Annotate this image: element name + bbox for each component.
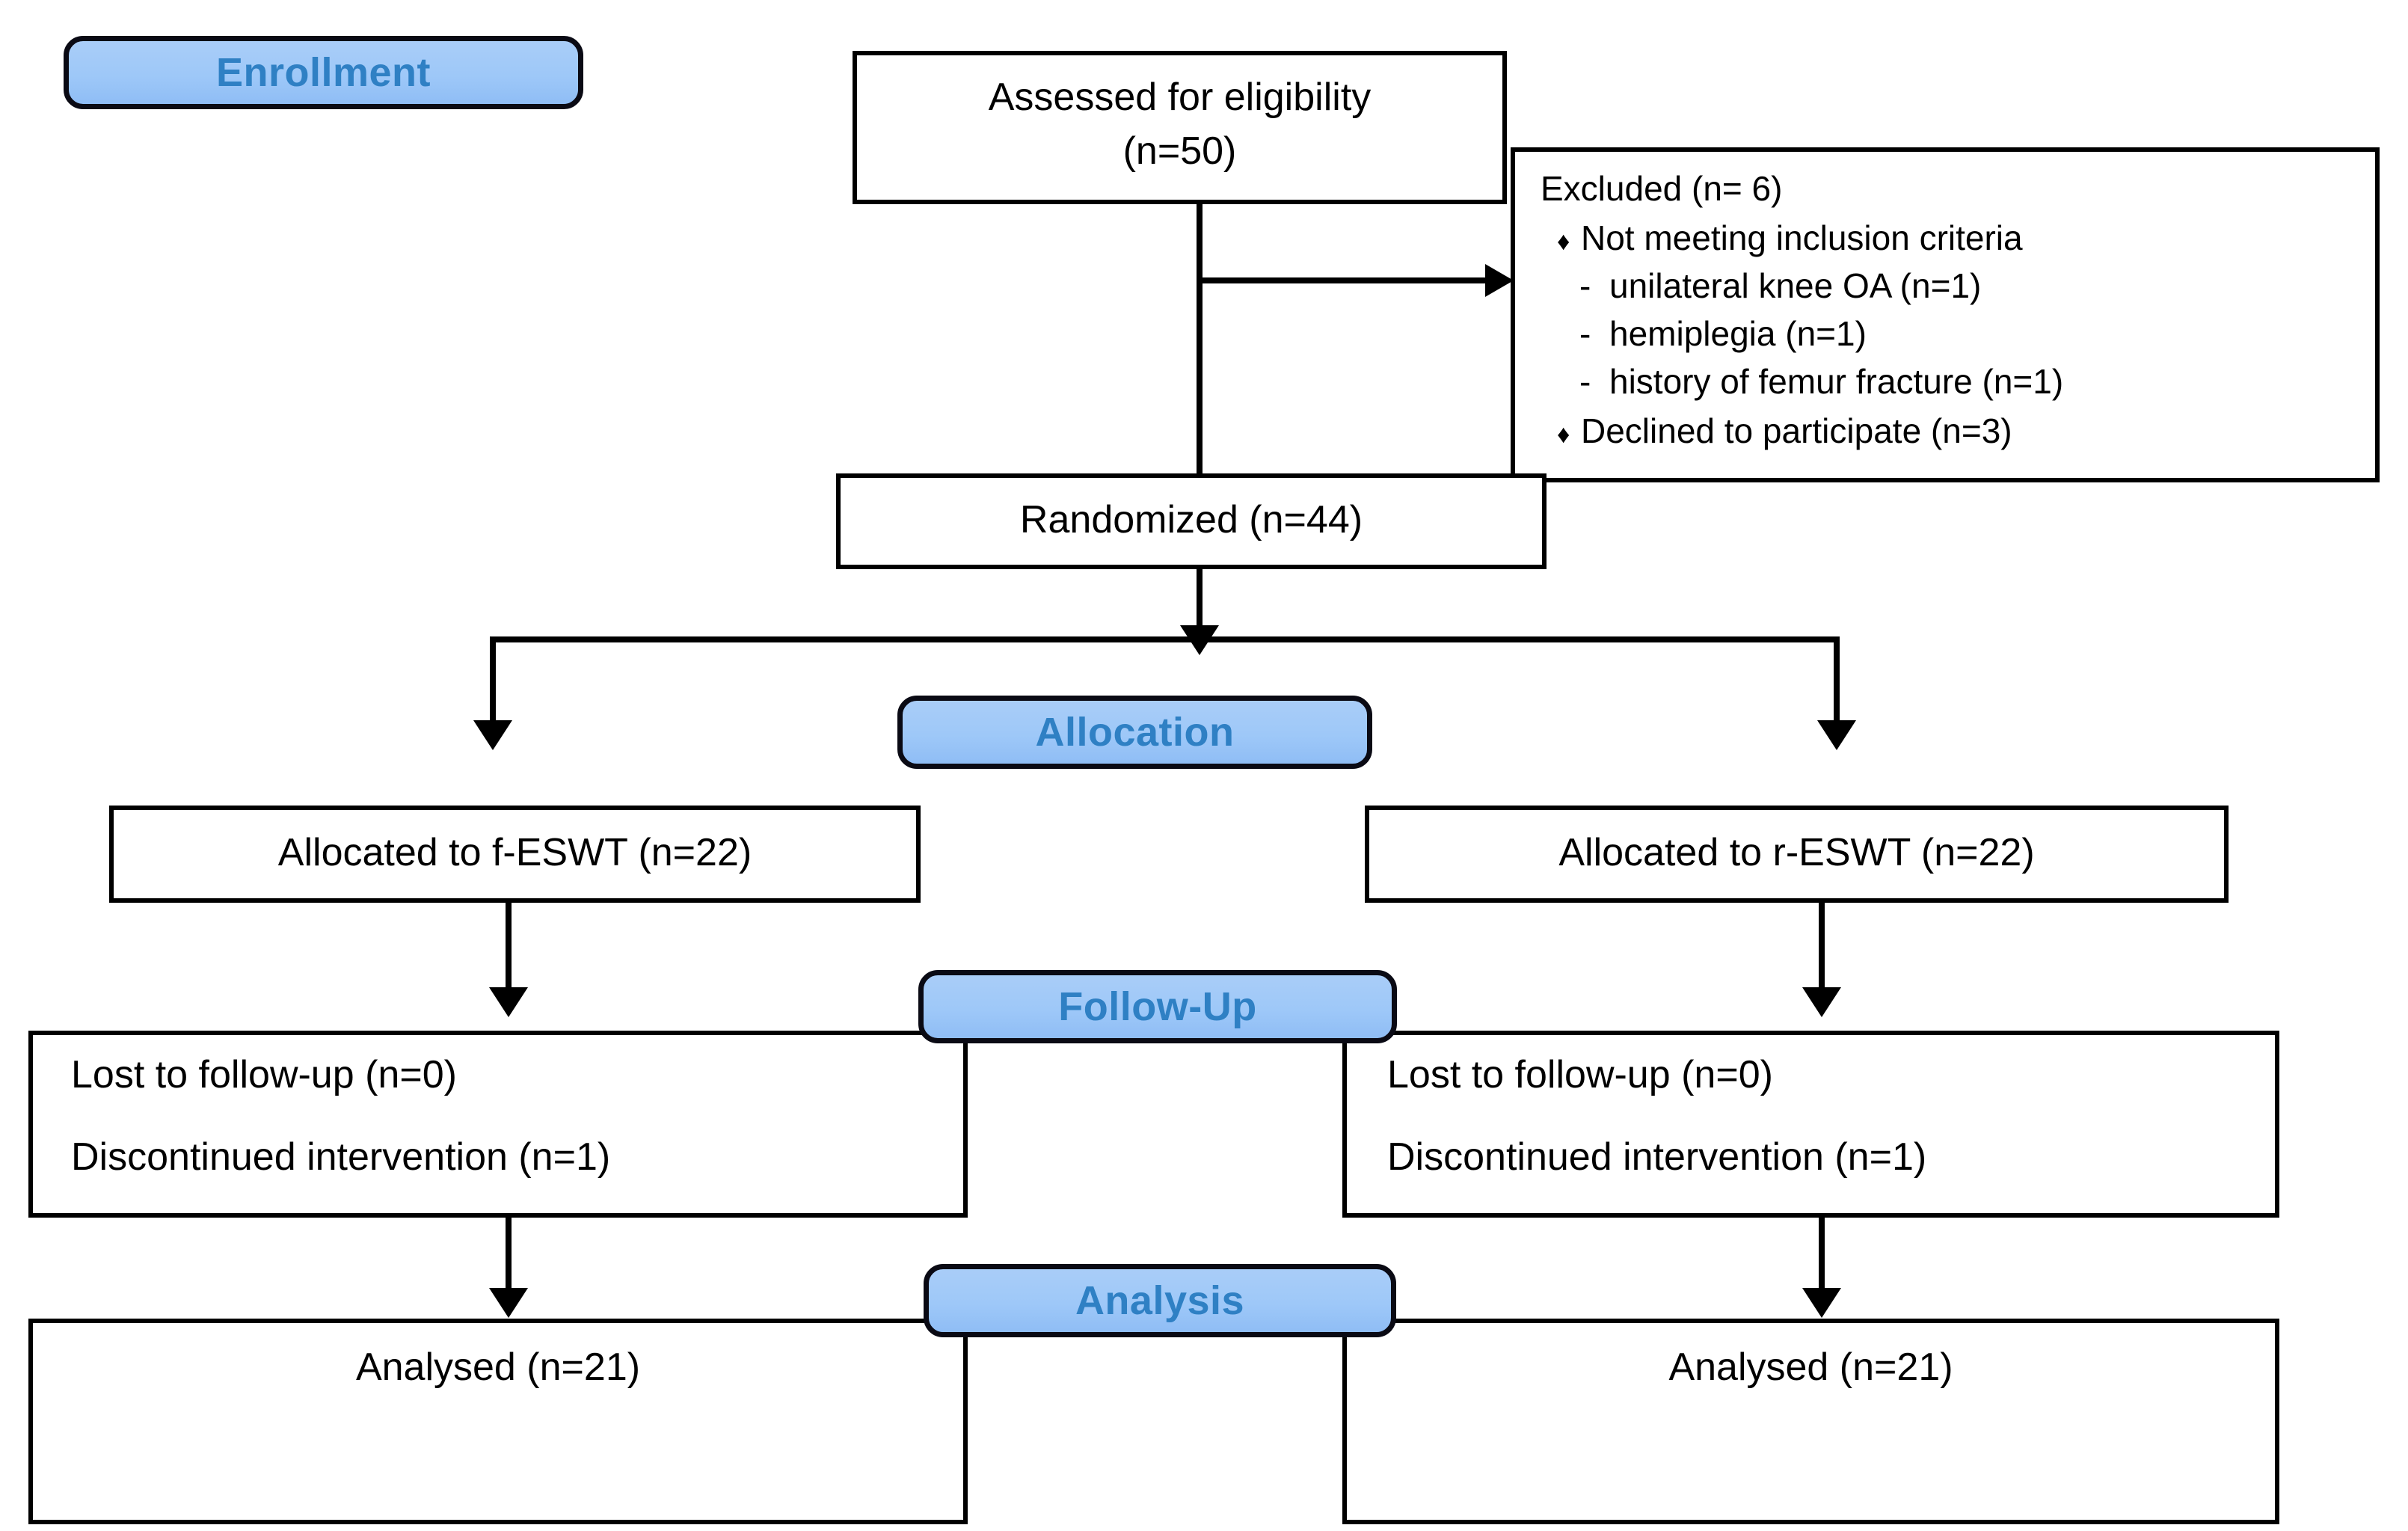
assessed-line-2: (n=50) <box>1122 129 1237 173</box>
connector-left-followup-to-analysis <box>506 1218 512 1296</box>
excluded-item-label: Declined to participate (n=3) <box>1581 411 2012 450</box>
followup-right-line-2: Discontinued intervention (n=1) <box>1387 1135 1927 1179</box>
allocation-right-arrowhead <box>1817 720 1856 750</box>
allocated-left-box <box>109 806 921 903</box>
connector-to-excluded-arrowhead <box>1485 264 1514 297</box>
allocated-right-box <box>1365 806 2229 903</box>
assessed-for-eligibility-box <box>853 51 1507 204</box>
connector-left-followup-arrowhead <box>489 1288 528 1318</box>
allocation-right-stem <box>1834 636 1840 737</box>
excluded-item-label: unilateral knee OA (n=1) <box>1609 266 1982 305</box>
allocation-left-stem <box>490 636 496 737</box>
excluded-item-label: Not meeting inclusion criteria <box>1581 218 2023 257</box>
followup-left-line-1: Lost to follow-up (n=0) <box>71 1053 457 1096</box>
connector-right-alloc-to-followup <box>1819 903 1825 996</box>
followup-left-box <box>28 1031 968 1218</box>
randomized-box <box>836 473 1547 569</box>
stage-badge-followup: Follow-Up <box>918 970 1397 1043</box>
assessed-line-1: Assessed for eligibility <box>988 76 1372 119</box>
connector-left-alloc-arrowhead <box>489 987 528 1017</box>
stage-label-followup: Follow-Up <box>1058 984 1257 1029</box>
diamond-bullet-icon: ♦ <box>1557 420 1570 449</box>
allocation-left-arrowhead <box>473 720 512 750</box>
connector-randomized-stem <box>1197 569 1203 636</box>
followup-left-line-2: Discontinued intervention (n=1) <box>71 1135 611 1179</box>
connector-left-alloc-to-followup <box>506 903 512 996</box>
dash-bullet-icon: - <box>1579 362 1591 401</box>
excluded-box <box>1511 147 2380 482</box>
connector-right-alloc-arrowhead <box>1802 987 1841 1017</box>
excluded-item-1: - unilateral knee OA (n=1) <box>1541 266 2356 306</box>
connector-right-followup-arrowhead <box>1802 1288 1841 1318</box>
excluded-item-label: history of femur fracture (n=1) <box>1609 362 2064 401</box>
followup-right-box <box>1342 1031 2279 1218</box>
stage-label-allocation: Allocation <box>1035 710 1235 755</box>
connector-to-excluded-line <box>1200 277 1499 283</box>
stage-badge-enrollment: Enrollment <box>64 36 583 109</box>
followup-right-line-1: Lost to follow-up (n=0) <box>1387 1053 1773 1096</box>
stage-badge-analysis: Analysis <box>924 1264 1396 1337</box>
allocation-split-bar <box>490 636 1840 642</box>
analysed-right-label: Analysed (n=21) <box>1668 1346 1953 1389</box>
excluded-item-3: - history of femur fracture (n=1) <box>1541 361 2356 402</box>
allocated-right-label: Allocated to r-ESWT (n=22) <box>1558 831 2035 874</box>
diamond-bullet-icon: ♦ <box>1557 227 1570 256</box>
analysed-left-label: Analysed (n=21) <box>355 1346 641 1389</box>
excluded-item-label: hemiplegia (n=1) <box>1609 314 1867 353</box>
stage-badge-allocation: Allocation <box>897 696 1372 769</box>
dash-bullet-icon: - <box>1579 266 1591 305</box>
analysed-left-box <box>28 1319 968 1524</box>
dash-bullet-icon: - <box>1579 314 1591 353</box>
excluded-item-2: - hemiplegia (n=1) <box>1541 313 2356 354</box>
excluded-item-4: ♦ Declined to participate (n=3) <box>1541 411 2356 451</box>
excluded-item-0: ♦ Not meeting inclusion criteria <box>1541 218 2356 258</box>
stage-label-enrollment: Enrollment <box>215 50 431 95</box>
analysed-right-box <box>1342 1319 2279 1524</box>
stage-label-analysis: Analysis <box>1075 1278 1245 1323</box>
randomized-label: Randomized (n=44) <box>1019 498 1363 541</box>
connector-right-followup-to-analysis <box>1819 1218 1825 1296</box>
excluded-content: Excluded (n= 6) ♦ Not meeting inclusion … <box>1541 168 2356 451</box>
excluded-title: Excluded (n= 6) <box>1541 169 1783 208</box>
allocated-left-label: Allocated to f-ESWT (n=22) <box>277 831 752 874</box>
connector-assessed-to-randomized <box>1197 204 1203 473</box>
